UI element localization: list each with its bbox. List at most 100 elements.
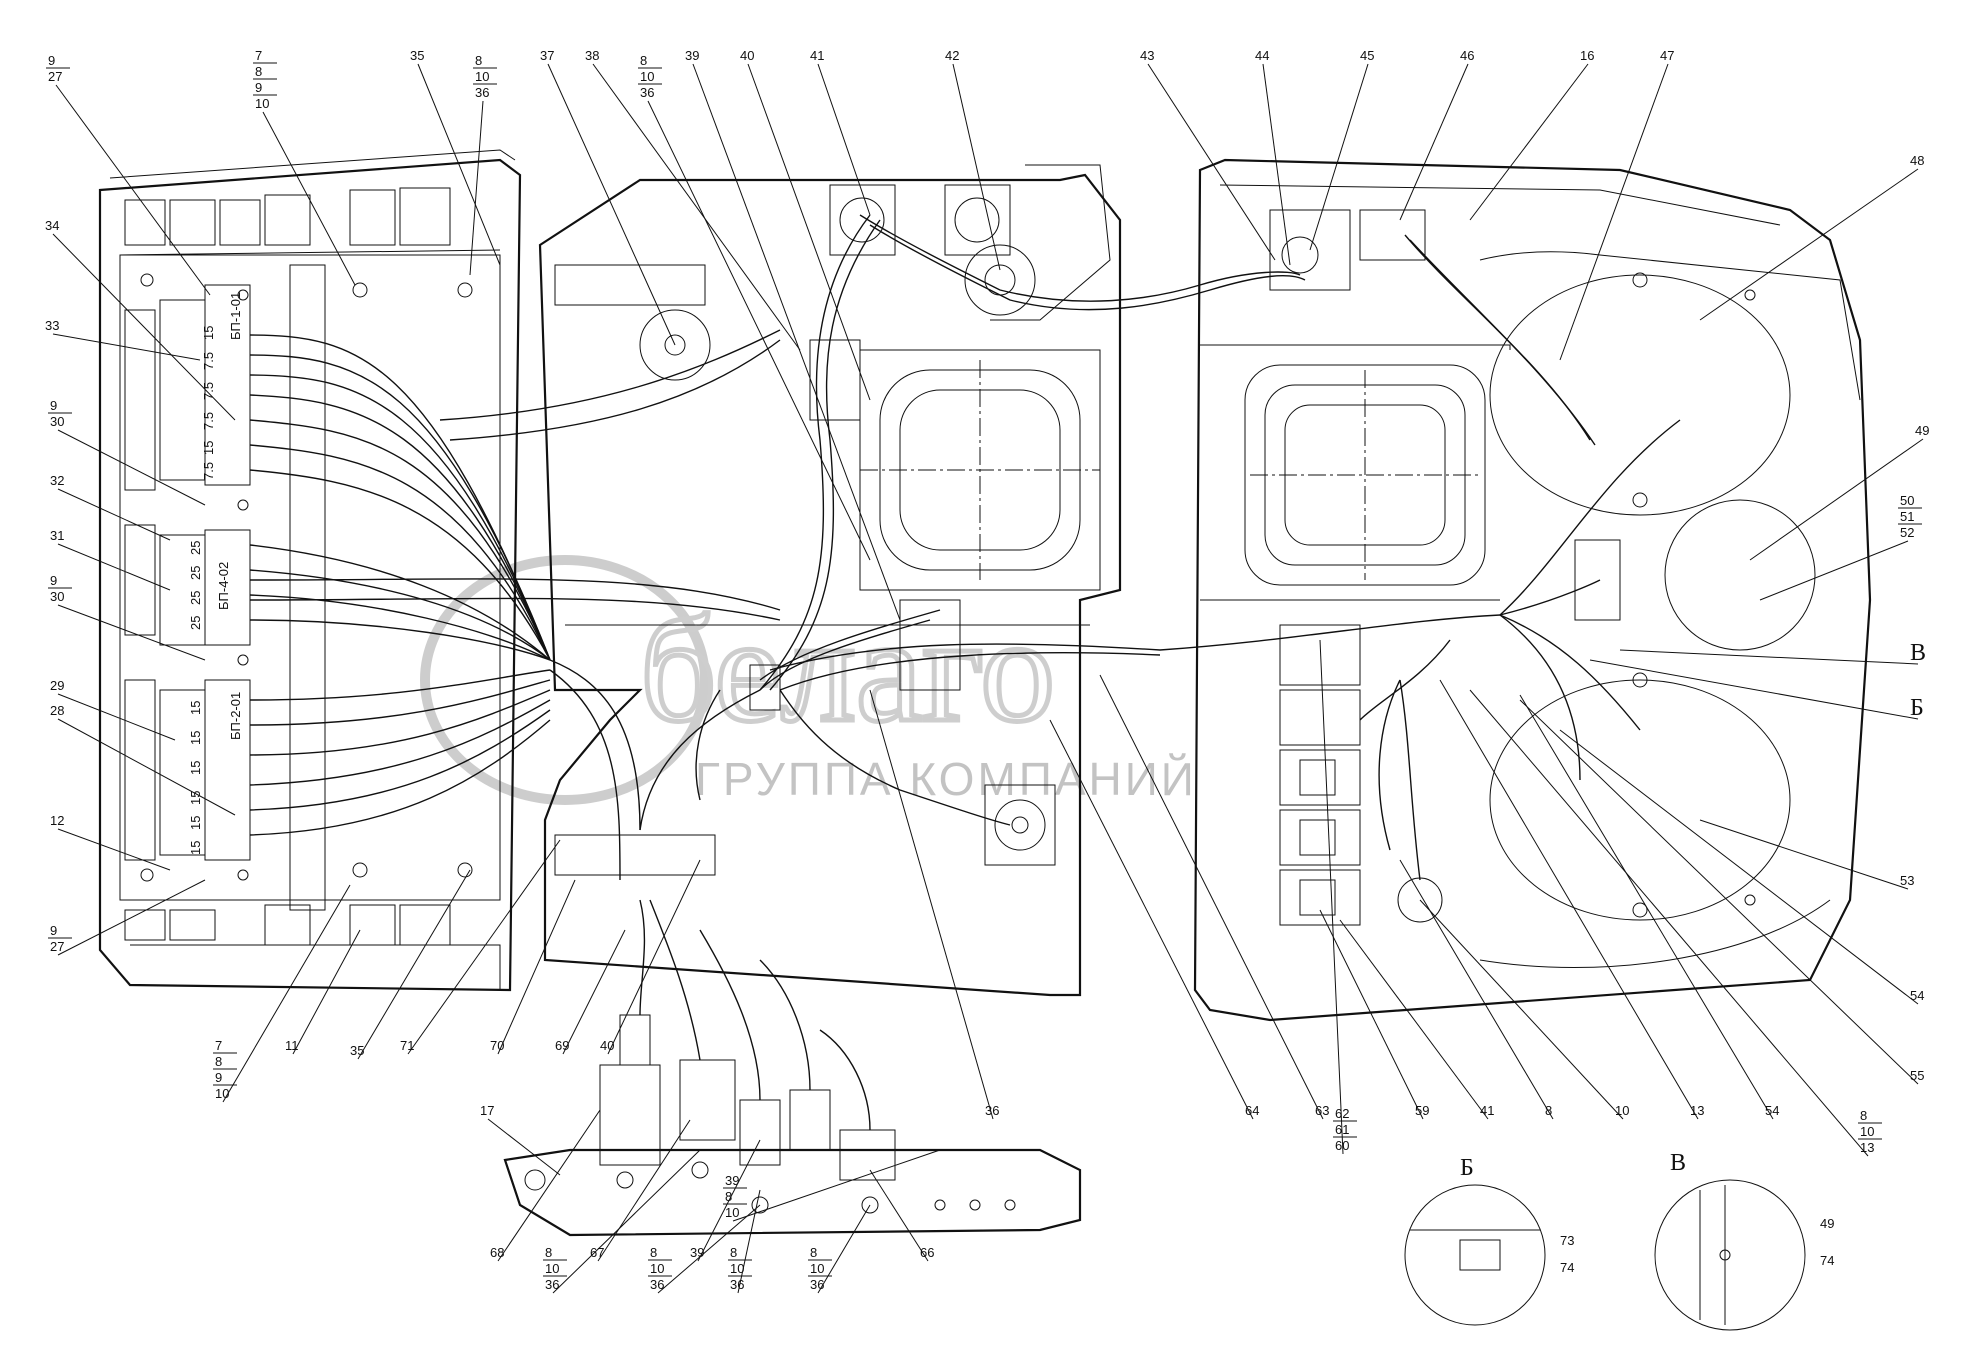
bottom-leader-line <box>1439 679 1699 1120</box>
left-callout: 29 <box>50 678 64 693</box>
bottom-callout: 63 <box>1315 1103 1329 1118</box>
svg-text:25: 25 <box>188 616 203 630</box>
top-callout: 8 <box>475 53 482 68</box>
top-callout: 47 <box>1660 48 1674 63</box>
bottom-leader-line <box>1319 639 1344 1155</box>
top-leader-line <box>1147 63 1276 261</box>
top-leader-line <box>1559 63 1669 361</box>
bracket-callout: 8 <box>730 1245 737 1260</box>
svg-text:15: 15 <box>188 701 203 715</box>
left-callout: 9 <box>50 398 57 413</box>
bottom-callout: 9 <box>215 1070 222 1085</box>
bottom-callout: 59 <box>1415 1103 1429 1118</box>
detail-b-title: Б <box>1460 1155 1474 1181</box>
top-leader-line <box>1262 63 1291 266</box>
left-callout: 12 <box>50 813 64 828</box>
top-leader-line <box>1399 63 1469 221</box>
detail-v-label-74: 74 <box>1820 1253 1834 1268</box>
right-leader-line <box>1559 729 1919 1005</box>
bracket-callout: 10 <box>730 1261 744 1276</box>
bottom-leader-line <box>1339 919 1489 1120</box>
bracket-leader-line <box>869 1169 929 1262</box>
bottom-callout: 8 <box>215 1054 222 1069</box>
right-callout: 50 <box>1900 493 1914 508</box>
bottom-callout: 40 <box>600 1038 614 1053</box>
bracket-leader-line <box>597 1119 691 1262</box>
bracket-leader-line <box>497 1109 601 1262</box>
bottom-leader-line <box>1419 899 1624 1120</box>
right-leader-line <box>1699 819 1909 890</box>
bracket-callout: 36 <box>650 1277 664 1292</box>
top-callout: 8 <box>640 53 647 68</box>
right-callout: 52 <box>1900 525 1914 540</box>
fuse-block-2-label: БП-2-01 <box>228 692 243 740</box>
left-callout: 34 <box>45 218 59 233</box>
right-leader-line <box>1469 689 1869 1157</box>
bottom-leader-line <box>357 869 471 1060</box>
left-leader-line <box>52 333 201 361</box>
top-callout: 8 <box>255 64 262 79</box>
top-leader-line <box>262 111 356 286</box>
bottom-leader-line <box>1049 719 1254 1120</box>
relay-mounting-bracket <box>503 899 1082 1237</box>
right-leader-line <box>1619 649 1919 665</box>
bottom-leader-line <box>1319 909 1424 1120</box>
top-callout: 7 <box>255 48 262 63</box>
right-callout: 48 <box>1910 153 1924 168</box>
left-callout: 9 <box>50 923 57 938</box>
svg-text:7.5: 7.5 <box>201 412 216 430</box>
svg-text:7.5: 7.5 <box>201 352 216 370</box>
top-callout: 40 <box>740 48 754 63</box>
bracket-leader-line <box>487 1118 561 1176</box>
top-callout: 10 <box>475 69 489 84</box>
bracket-callout: 10 <box>810 1261 824 1276</box>
detail-b-label-74: 74 <box>1560 1260 1574 1275</box>
bracket-leader-line <box>552 1149 701 1294</box>
top-callout: 42 <box>945 48 959 63</box>
top-leader-line <box>547 63 676 346</box>
bottom-callout: 8 <box>1545 1103 1552 1118</box>
bottom-leader-line <box>869 689 994 1120</box>
top-leader-line <box>417 63 501 266</box>
svg-text:15: 15 <box>188 816 203 830</box>
bottom-leader-line <box>562 929 626 1055</box>
bottom-callout: 8 <box>725 1189 732 1204</box>
bracket-callout: 17 <box>480 1103 494 1118</box>
bracket-callout: 8 <box>545 1245 552 1260</box>
top-callout: 27 <box>48 69 62 84</box>
top-callout: 43 <box>1140 48 1154 63</box>
right-callout: 13 <box>1860 1140 1874 1155</box>
top-callout: 38 <box>585 48 599 63</box>
top-callout: 10 <box>255 96 269 111</box>
right-leader-line <box>1589 659 1919 720</box>
svg-text:25: 25 <box>188 566 203 580</box>
bracket-callout: 8 <box>650 1245 657 1260</box>
left-callout: 9 <box>50 573 57 588</box>
svg-text:15: 15 <box>188 731 203 745</box>
left-leader-line <box>57 879 206 956</box>
svg-text:25: 25 <box>188 541 203 555</box>
right-callout: 51 <box>1900 509 1914 524</box>
svg-text:7.5: 7.5 <box>201 382 216 400</box>
top-leader-line <box>55 84 211 296</box>
detail-v: В 49 74 <box>1654 1150 1834 1331</box>
bracket-callout: 36 <box>730 1277 744 1292</box>
top-callout: 44 <box>1255 48 1269 63</box>
svg-text:7.5: 7.5 <box>201 462 216 480</box>
top-callout: 9 <box>48 53 55 68</box>
right-panel <box>1193 158 1872 1022</box>
bracket-leader-line <box>817 1204 871 1294</box>
left-leader-line <box>57 429 206 506</box>
bottom-leader-line <box>222 884 351 1103</box>
svg-text:15: 15 <box>188 761 203 775</box>
top-callout: 37 <box>540 48 554 63</box>
top-leader-line <box>469 100 484 276</box>
bottom-callout: 7 <box>215 1038 222 1053</box>
left-callout: 30 <box>50 414 64 429</box>
bottom-callout: 71 <box>400 1038 414 1053</box>
right-callout: 53 <box>1900 873 1914 888</box>
right-callout: 8 <box>1860 1108 1867 1123</box>
top-callout: 10 <box>640 69 654 84</box>
left-callout: 30 <box>50 589 64 604</box>
